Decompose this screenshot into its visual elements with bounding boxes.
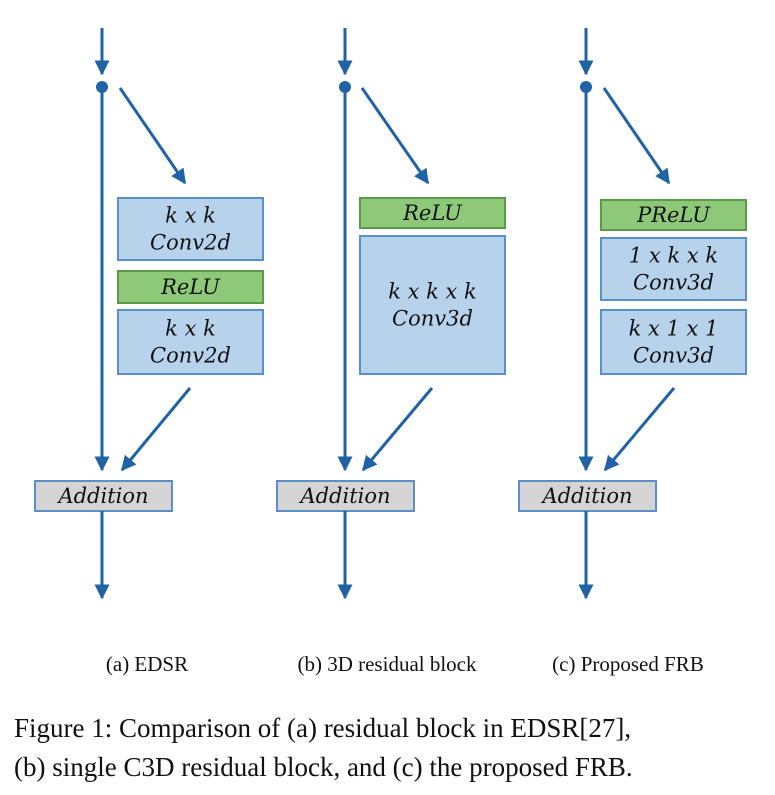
block-label: Conv2d — [150, 344, 231, 368]
block-label: k x k x k — [388, 280, 477, 304]
conv-block: k x k Conv2d — [117, 309, 264, 375]
activation-box — [359, 197, 506, 229]
branch-in-arrow — [118, 87, 187, 185]
block-label: k x 1 x 1 — [629, 317, 719, 341]
panel-caption: (c) Proposed FRB — [552, 652, 704, 676]
branch-out-arrow — [120, 387, 192, 472]
block-label: Conv3d — [633, 344, 714, 368]
figure-caption-line-2: (b) single C3D residual block, and (c) t… — [14, 752, 633, 782]
addition-block: Addition — [276, 480, 415, 512]
block-label: k x k — [165, 317, 216, 341]
conv-box — [359, 235, 506, 375]
conv-block: 1 x k x k Conv3d — [600, 237, 747, 301]
addition-label: Addition — [540, 484, 632, 508]
addition-box — [34, 480, 173, 512]
branch-in-arrow — [360, 87, 430, 185]
addition-block: Addition — [518, 480, 657, 512]
addition-block: Addition — [34, 480, 173, 512]
panel-caption: (a) EDSR — [106, 652, 188, 676]
activation-block: ReLU — [117, 270, 264, 304]
block-label: Conv3d — [392, 307, 473, 331]
activation-box — [600, 199, 747, 231]
block-label: 1 x k x k — [629, 244, 718, 268]
addition-label: Addition — [298, 484, 390, 508]
block-label: Conv2d — [150, 231, 231, 255]
branch-out-arrow — [603, 387, 676, 472]
block-label: k x k — [165, 204, 216, 228]
branch-out-arrow — [361, 387, 434, 472]
activation-block: PReLU — [600, 199, 747, 231]
figure-caption-line-1: Figure 1: Comparison of (a) residual blo… — [14, 713, 631, 743]
conv-box — [600, 237, 747, 301]
block-label: ReLU — [402, 201, 463, 225]
conv-box — [117, 197, 264, 261]
activation-block: ReLU — [359, 197, 506, 229]
panel-c: PReLU 1 x k x k Conv3d k x 1 x 1 Conv3dAddit… — [518, 28, 747, 676]
branch-in-arrow — [602, 87, 671, 185]
activation-box — [117, 270, 264, 304]
conv-block: k x k Conv2d — [117, 197, 264, 261]
conv-box — [117, 309, 264, 375]
block-label: Conv3d — [633, 271, 714, 295]
block-label: ReLU — [160, 275, 221, 299]
panel-caption: (b) 3D residual block — [297, 652, 477, 676]
conv-box — [600, 309, 747, 375]
conv-block: k x k x k Conv3d — [359, 235, 506, 375]
addition-box — [276, 480, 415, 512]
addition-label: Addition — [56, 484, 148, 508]
conv-block: k x 1 x 1 Conv3d — [600, 309, 747, 375]
block-label: PReLU — [636, 203, 711, 227]
